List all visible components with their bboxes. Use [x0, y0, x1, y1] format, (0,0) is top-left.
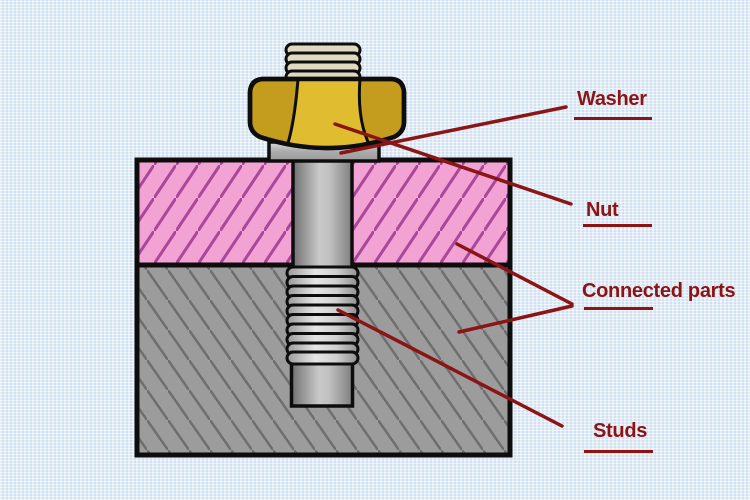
studs-label: Studs: [593, 420, 648, 442]
connected-lower-leader-line: [457, 304, 574, 334]
washer-label: Washer: [577, 88, 647, 110]
washer-leader-line: [339, 105, 568, 155]
connected-upper-leader-line: [455, 242, 574, 306]
connected-parts-label: Connected parts: [582, 280, 736, 302]
leader-lines: [333, 105, 574, 428]
stud-shaft: [291, 150, 354, 272]
washer-label-underline: [574, 117, 652, 120]
hex-nut: [247, 76, 407, 151]
nut-label: Nut: [586, 199, 619, 221]
nut-label-underline: [583, 224, 652, 227]
nut-leader-line: [333, 122, 573, 206]
connected-parts-label-underline: [584, 307, 653, 310]
stud-threads: [285, 265, 360, 366]
studs-leader-line: [336, 308, 564, 428]
stud-top-threads: [284, 42, 362, 85]
studs-label-underline: [584, 450, 653, 453]
